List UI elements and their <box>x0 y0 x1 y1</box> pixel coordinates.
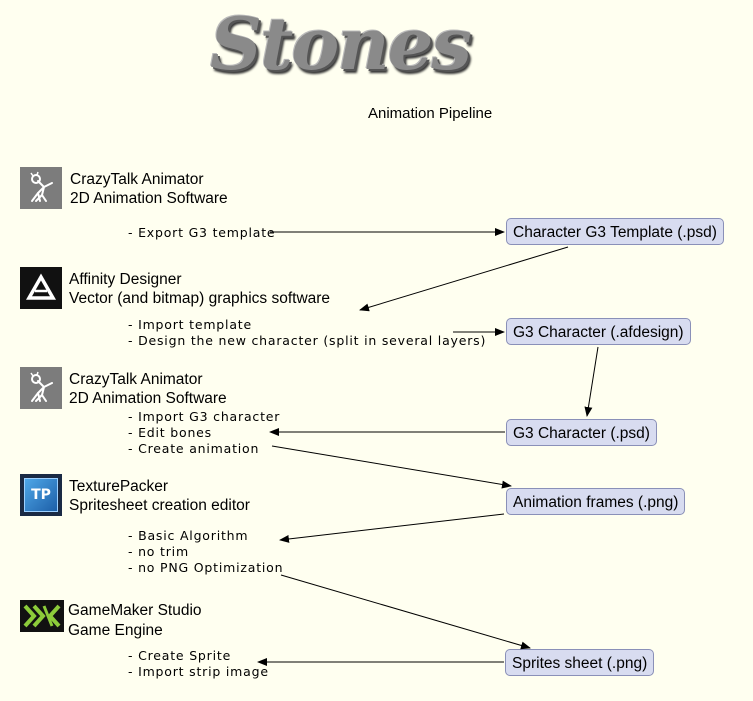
app-desc-crazytalk-2: 2D Animation Software <box>69 390 227 407</box>
file-box-g3-template: Character G3 Template (.psd) <box>506 218 724 245</box>
app-name-gamemaker: GameMaker Studio <box>68 602 202 619</box>
app-desc-affinity: Vector (and bitmap) graphics software <box>69 290 331 307</box>
app-desc-gamemaker: Game Engine <box>68 622 163 639</box>
arrow-afdesign-to-psd <box>584 346 599 417</box>
stones-logo: Stones <box>210 1 472 86</box>
gamemaker-icon <box>20 600 64 632</box>
page-subtitle: Animation Pipeline <box>368 105 493 122</box>
steps-group-2: - Import template - Design the new chara… <box>128 317 486 349</box>
step-item: - Import G3 character <box>128 409 281 424</box>
app-name-affinity: Affinity Designer <box>69 271 182 288</box>
arrow-frames-to-texturepacker <box>279 513 505 543</box>
arrow-texturepacker-to-sheet <box>280 574 531 650</box>
steps-group-3: - Import G3 character - Edit bones - Cre… <box>128 409 280 457</box>
texturepacker-icon: TP <box>20 474 62 516</box>
affinity-designer-icon <box>20 267 62 309</box>
step-item: - Export G3 template <box>128 225 276 240</box>
file-box-g3-afdesign: G3 Character (.afdesign) <box>506 318 691 345</box>
app-desc-crazytalk-1: 2D Animation Software <box>70 190 228 207</box>
step-item: - Import template <box>128 317 252 332</box>
crazytalk-icon <box>20 367 62 409</box>
app-name-texturepacker: TexturePacker <box>69 478 169 495</box>
step-item: - Basic Algorithm <box>128 528 249 543</box>
crazytalk-icon <box>20 167 62 209</box>
arrow-template-to-affinity <box>359 246 569 312</box>
app-name-crazytalk-2: CrazyTalk Animator <box>69 371 203 388</box>
file-box-sprites-sheet: Sprites sheet (.png) <box>505 649 655 676</box>
file-box-animation-frames: Animation frames (.png) <box>506 488 686 515</box>
app-desc-texturepacker: Spritesheet creation editor <box>69 497 250 514</box>
file-box-g3-psd: G3 Character (.psd) <box>506 419 657 446</box>
step-item: - no PNG Optimization <box>128 560 284 575</box>
app-name-crazytalk-1: CrazyTalk Animator <box>70 171 204 188</box>
step-item: - Create Sprite <box>128 648 232 663</box>
steps-group-1: - Export G3 template <box>128 225 275 241</box>
step-item: - no trim <box>128 544 189 559</box>
step-item: - Edit bones <box>128 425 212 440</box>
texturepacker-icon-label: TP <box>31 487 51 503</box>
steps-group-5: - Create Sprite - Import strip image <box>128 648 269 680</box>
step-item: - Import strip image <box>128 664 269 679</box>
steps-group-4: - Basic Algorithm - no trim - no PNG Opt… <box>128 528 283 576</box>
step-item: - Design the new character (split in sev… <box>128 333 487 348</box>
arrow-crazytalk-to-frames <box>271 445 512 489</box>
step-item: - Create animation <box>128 441 260 456</box>
